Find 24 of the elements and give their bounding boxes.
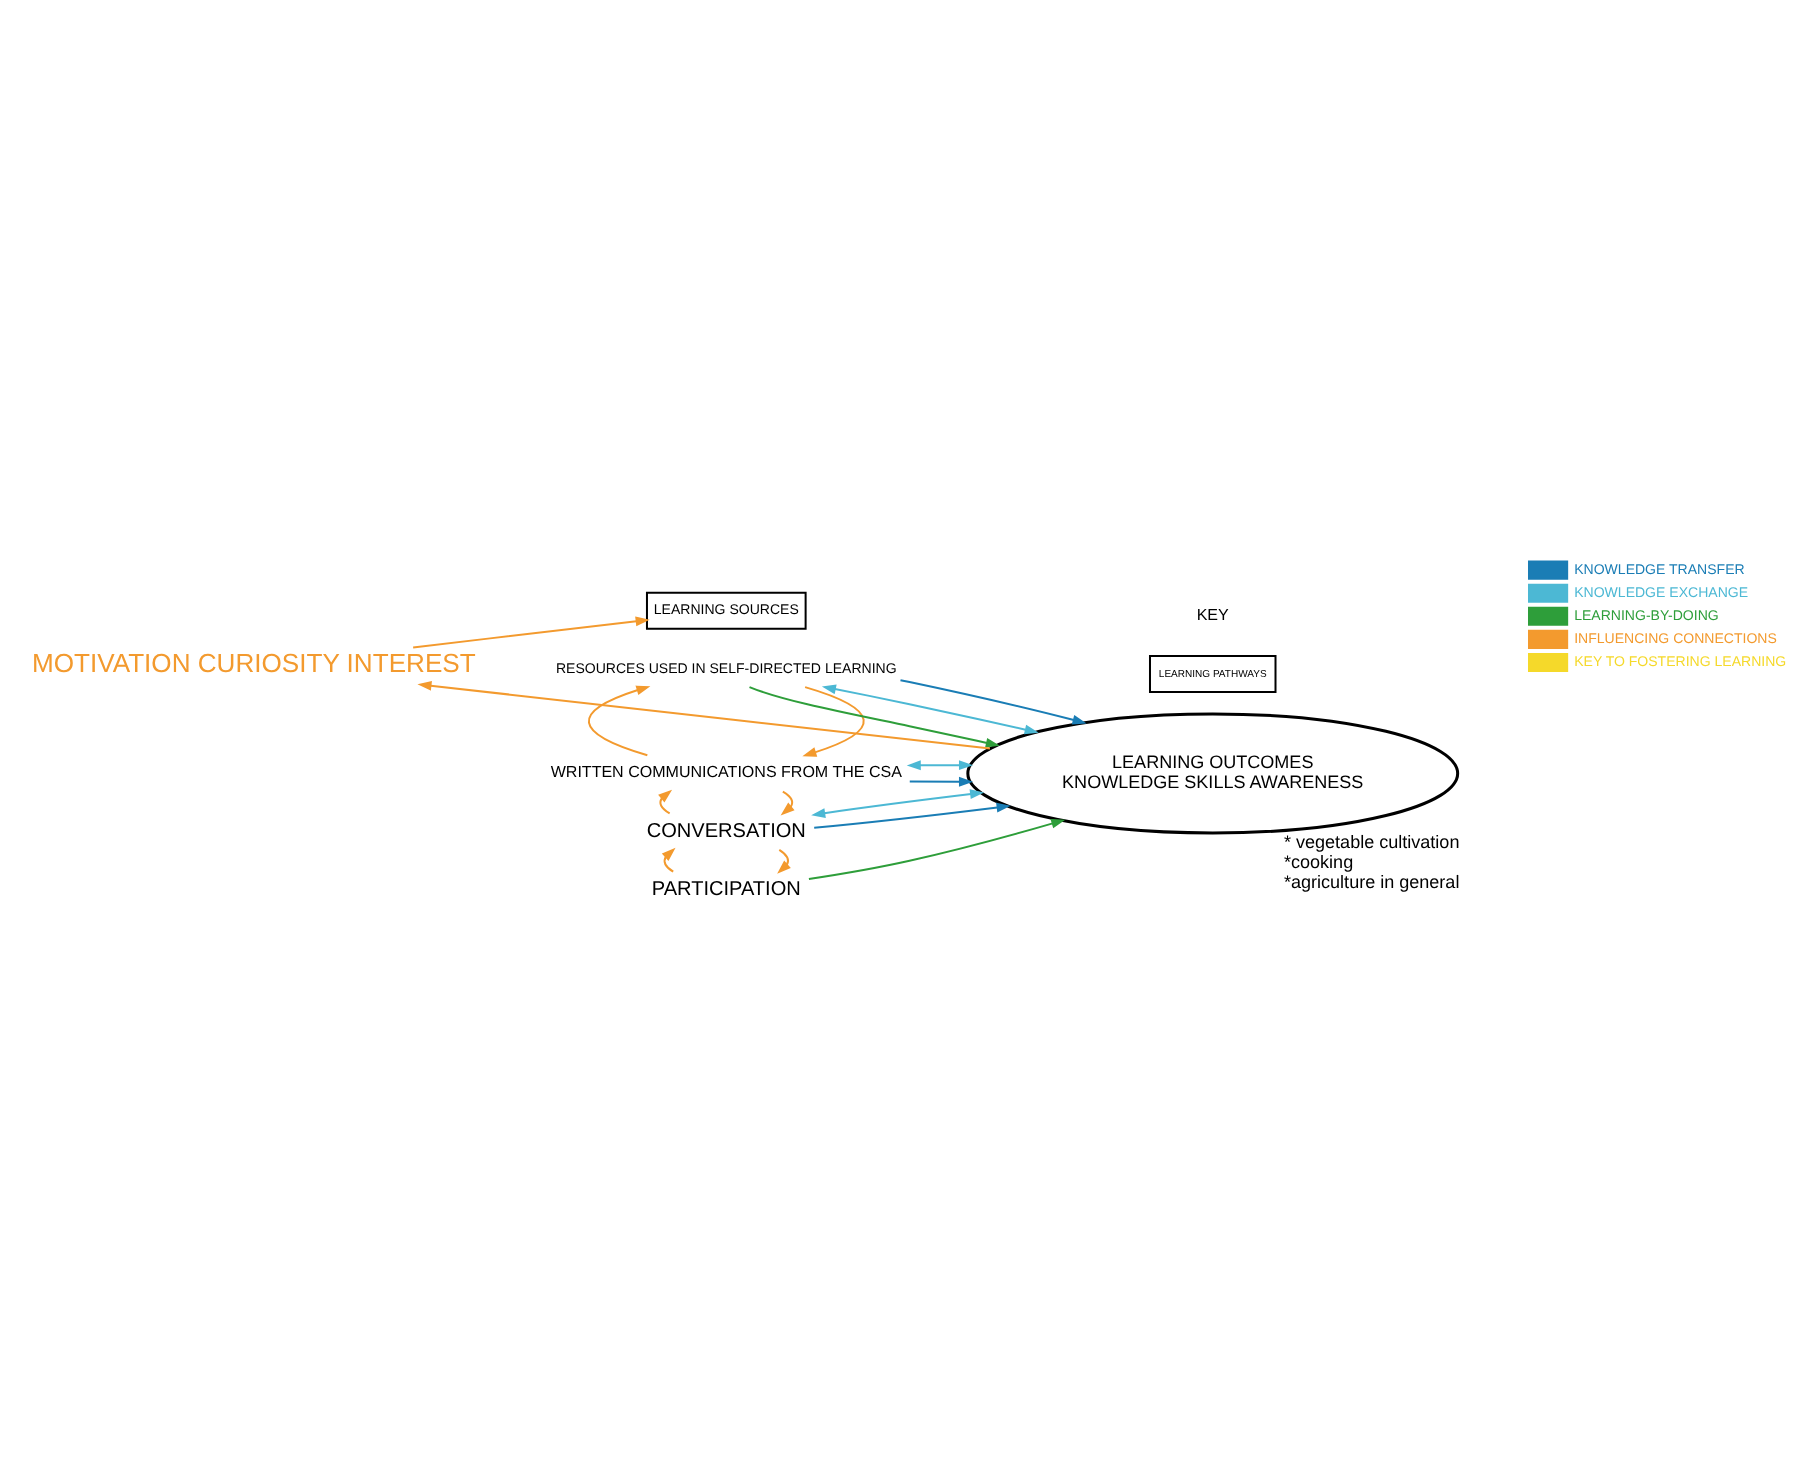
arrow: [900, 678, 1087, 724]
arrow: [417, 679, 991, 749]
node-text: MOTIVATION CURIOSITY INTEREST: [32, 647, 476, 678]
node-text: PARTICIPATION: [651, 877, 801, 900]
arrow: [808, 817, 1066, 880]
arrow: [413, 615, 650, 648]
arrow: [802, 685, 865, 756]
arrow: [588, 684, 651, 756]
arrow: [658, 788, 673, 814]
label: KEY: [1196, 604, 1229, 623]
arrow: [661, 846, 676, 872]
node-text: CONVERSATION: [646, 819, 806, 842]
arrow: [777, 847, 791, 873]
node-label: *cooking: [1283, 850, 1354, 871]
arrow: [780, 789, 795, 815]
arrow: [749, 685, 1000, 747]
node-text: WRITTEN COMMUNICATIONS FROM THE CSA: [550, 762, 902, 781]
arrow: [814, 801, 1011, 828]
node-label: * vegetable cultivation: [1283, 830, 1460, 851]
arrow: [811, 788, 985, 817]
node-label: *agriculture in general: [1283, 870, 1460, 891]
arrow: [906, 759, 974, 770]
arrow: [821, 683, 1039, 734]
arrow: [909, 775, 974, 786]
